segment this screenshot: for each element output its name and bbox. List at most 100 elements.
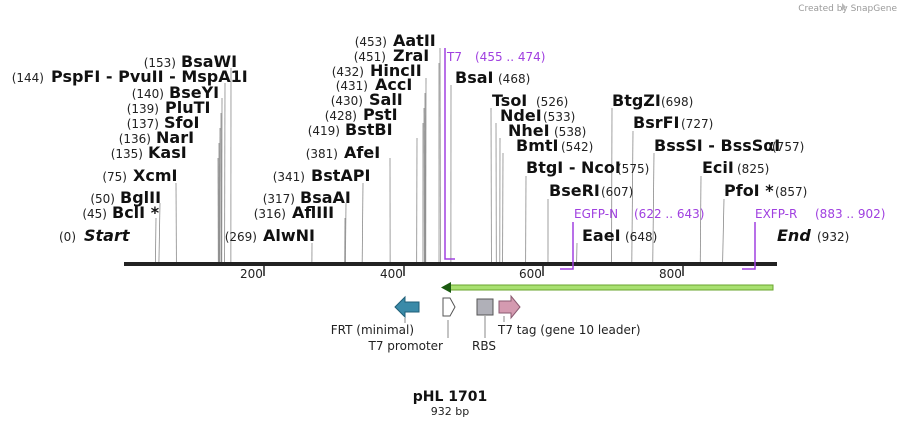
site-pos-bseyi: (140) (132, 87, 164, 101)
site-afei[interactable]: AfeI (344, 143, 380, 162)
site-pos-nari: (136) (119, 132, 151, 146)
site-leader-line (361, 182, 364, 263)
site-leader-lines (155, 47, 725, 263)
tick-label-600: 600 (519, 267, 542, 281)
site-bsai[interactable]: BsaI (455, 68, 493, 87)
site-sfoi[interactable]: SfoI (164, 113, 199, 132)
site-pos-bseri: (607) (601, 185, 633, 199)
site-bseri[interactable]: BseRI (549, 181, 600, 200)
site-pos-bsssi: (757) (772, 140, 804, 154)
primer-t7[interactable]: T7 (446, 50, 462, 64)
site-bstbi[interactable]: BstBI (345, 120, 393, 139)
feature-label-rbs: RBS (472, 339, 496, 353)
site-btgi-ncoi[interactable]: BtgI - NcoI (526, 158, 621, 177)
site-leader-line (652, 152, 655, 263)
site-bsssi-bsssai[interactable]: BssSI - BssSαI (654, 136, 780, 155)
site-pos-sfoi: (137) (127, 117, 159, 131)
tick-label-800: 800 (659, 267, 682, 281)
site-acci[interactable]: AccI (375, 75, 412, 94)
site-bseyi[interactable]: BseYI (169, 83, 219, 102)
sequence-backbone (124, 262, 777, 266)
tick-label-200: 200 (240, 267, 263, 281)
site-pos-sali: (430) (331, 94, 363, 108)
primer-exfp-r-marker (742, 222, 756, 270)
site-pos-nhei: (538) (554, 125, 586, 139)
site-hincii[interactable]: HincII (370, 61, 422, 80)
snapgene-credit: Created by SnapGene (798, 4, 897, 14)
site-psti[interactable]: PstI (363, 105, 398, 124)
site-eaei[interactable]: EaeI (582, 226, 621, 245)
site-pos-hincii: (432) (332, 65, 364, 79)
arrow-right-outline-icon (442, 297, 456, 317)
site-tsoi[interactable]: TsoI (492, 91, 527, 110)
primer-egfp-n-range: (622 .. 643) (634, 207, 704, 221)
site-bsrfi[interactable]: BsrFI (633, 113, 680, 132)
site-bglii[interactable]: BglII (120, 188, 161, 207)
feature-t7-tag[interactable] (498, 294, 521, 320)
end-label: End (777, 226, 811, 245)
feature-label-frt: FRT (minimal) (331, 323, 414, 337)
site-leader-line (345, 202, 347, 263)
site-bsaai[interactable]: BsaAI (300, 188, 351, 207)
site-afliii[interactable]: AflIII (292, 203, 334, 222)
site-pos-psti: (428) (325, 109, 357, 123)
site-sali[interactable]: SalI (369, 90, 403, 109)
orf-arrow[interactable] (441, 282, 774, 293)
arrow-right-icon (498, 294, 521, 320)
site-xcmi[interactable]: XcmI (133, 166, 177, 185)
site-pspfi-pvuii-mspa1i[interactable]: PspFI - PvuII - MspA1I (51, 67, 248, 86)
feature-t7-promoter[interactable] (442, 297, 456, 317)
site-pos-afliii: (316) (254, 207, 286, 221)
site-ndei[interactable]: NdeI (500, 106, 542, 125)
site-pos-ndei: (533) (543, 110, 575, 124)
site-zrai[interactable]: ZraI (393, 46, 429, 65)
restriction-sites: (45) BclI * (50) BglII (75) XcmI (135) K… (12, 31, 808, 245)
site-kasi[interactable]: KasI (148, 143, 187, 162)
plasmid-length: 932 bp (431, 405, 469, 418)
site-bcli[interactable]: BclI * (112, 203, 160, 222)
site-ecii[interactable]: EciI (702, 158, 734, 177)
site-pos-eaei: (648) (625, 230, 657, 244)
site-pos-tsoi: (526) (536, 95, 568, 109)
site-leader-line (699, 175, 702, 263)
site-btgzi[interactable]: BtgZI (612, 91, 661, 110)
end-position: (932) (817, 230, 849, 244)
box-icon (476, 298, 494, 316)
snapgene-logo-icon (842, 3, 846, 11)
site-nhei[interactable]: NheI (508, 121, 550, 140)
feature-label-t7-promoter: T7 promoter (368, 339, 444, 353)
site-pfoi[interactable]: PfoI * (724, 181, 774, 200)
site-pos-bsai: (468) (498, 72, 530, 86)
site-pluti[interactable]: PluTI (165, 98, 210, 117)
site-pos-kasi: (135) (111, 147, 143, 161)
site-alwni[interactable]: AlwNI (263, 226, 315, 245)
primer-t7-range: (455 .. 474) (475, 50, 545, 64)
site-pos-alwni: (269) (225, 230, 257, 244)
site-pos-btgi-ncoi: (575) (617, 162, 649, 176)
tick-label-400: 400 (380, 267, 403, 281)
primer-exfp-r-range: (883 .. 902) (815, 207, 885, 221)
feature-rbs[interactable] (476, 298, 494, 316)
primer-t7-marker (444, 48, 455, 260)
site-pos-bsaai: (317) (263, 192, 295, 206)
site-pos-afei: (381) (306, 147, 338, 161)
primer-egfp-n[interactable]: EGFP-N (574, 207, 618, 221)
site-pos-xcmi: (75) (102, 170, 127, 184)
site-bsawi[interactable]: BsaWI (181, 52, 237, 71)
site-pos-bstbi: (419) (308, 124, 340, 138)
site-nari[interactable]: NarI (156, 128, 194, 147)
site-bmti[interactable]: BmtI (516, 136, 558, 155)
site-leader-line (158, 202, 161, 263)
ruler-ticks (263, 266, 684, 276)
primers: T7 (455 .. 474) EGFP-N (622 .. 643) EXFP… (444, 48, 885, 270)
site-bstapi[interactable]: BstAPI (311, 166, 370, 185)
site-leader-line (722, 198, 725, 263)
site-pos-pspfi: (144) (12, 71, 44, 85)
site-pos-bcli: (45) (82, 207, 107, 221)
feature-frt-minimal[interactable] (394, 295, 420, 319)
primer-egfp-n-marker (560, 222, 574, 270)
site-leader-line (631, 130, 634, 263)
site-aatii[interactable]: AatII (393, 31, 436, 50)
arrow-left-icon (394, 295, 420, 319)
primer-exfp-r[interactable]: EXFP-R (755, 207, 797, 221)
